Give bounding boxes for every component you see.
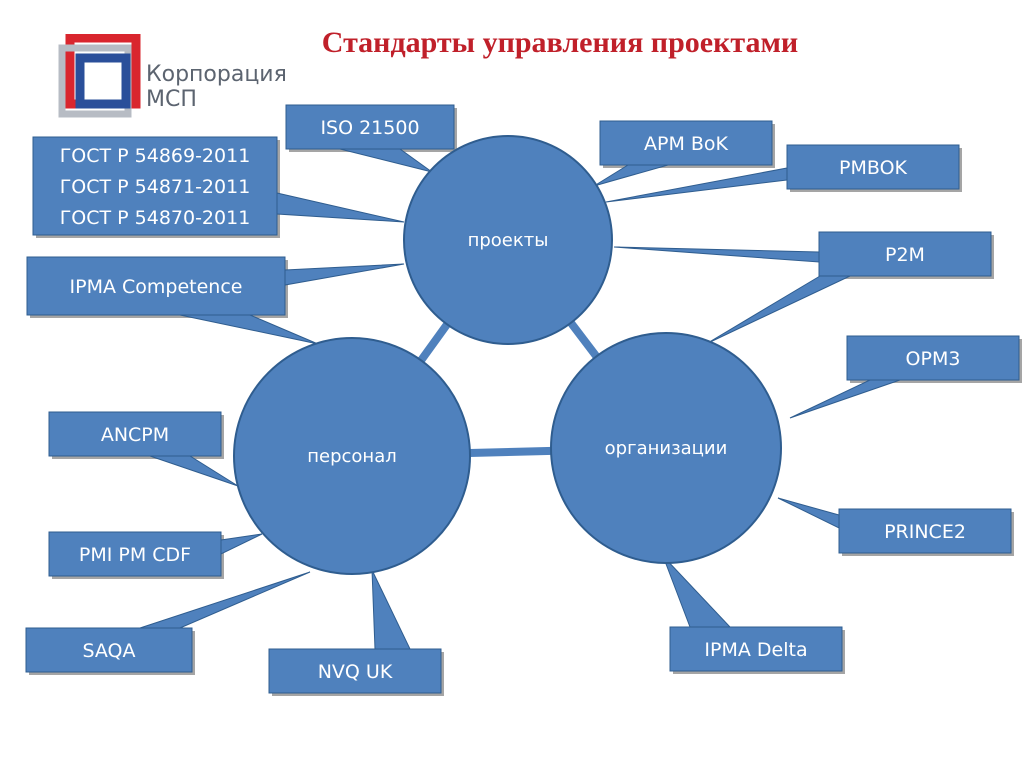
callout-pointer	[149, 455, 239, 487]
callout-ipma-comp: IPMA Competence	[26, 256, 405, 345]
callout-nvq: NVQ UK	[268, 569, 444, 696]
hub-personnel: персонал	[233, 337, 471, 575]
callout-label: NVQ UK	[318, 661, 393, 683]
callout-label: ISO 21500	[320, 117, 419, 139]
callout-pointer	[705, 275, 851, 345]
callout-label: P2M	[885, 244, 925, 266]
hub-circle	[550, 332, 782, 564]
callout-ipma-delta: IPMA Delta	[662, 555, 845, 674]
callout-label: ANCPM	[101, 424, 169, 446]
callout-box	[786, 144, 960, 190]
hub-label: организации	[605, 438, 728, 459]
hub-label: персонал	[307, 446, 396, 467]
callout-prince2: PRINCE2	[777, 497, 1014, 556]
callout-label: PMBOK	[839, 157, 908, 179]
callout-box	[285, 104, 455, 150]
callout-label: OPM3	[906, 348, 961, 370]
callout-saqa: SAQA	[25, 571, 311, 675]
callout-label: SAQA	[82, 640, 135, 662]
callout-pointer	[593, 164, 669, 187]
logo-text: Корпорация МСП	[146, 62, 287, 112]
logo-line-1: Корпорация	[146, 62, 287, 87]
callout-iso: ISO 21500	[285, 104, 457, 173]
callout-pointer	[339, 148, 433, 173]
callout-pmi: PMI PM CDF	[48, 531, 263, 579]
callout-box	[48, 411, 222, 457]
hubs-layer: проекты персонал организации	[233, 135, 782, 575]
callout-box	[25, 627, 193, 673]
callout-ancpm: ANCPM	[48, 411, 239, 487]
callout-label: PRINCE2	[884, 521, 966, 543]
callout-label: IPMA Delta	[704, 639, 807, 661]
callout-pointer	[662, 555, 732, 628]
callout-box	[48, 531, 222, 577]
callout-box	[599, 120, 773, 166]
callout-label: ГОСТ Р 54871-2011	[60, 176, 251, 198]
callout-pointer	[276, 192, 405, 223]
callout-pointer	[777, 497, 840, 529]
logo-line-2: МСП	[146, 87, 197, 112]
callout-label: PMI PM CDF	[79, 544, 191, 566]
callout-label: APM BoK	[644, 133, 729, 155]
callout-pointer	[139, 571, 311, 629]
callout-pointer-secondary	[284, 263, 405, 286]
callout-box	[268, 648, 442, 694]
hub-circle	[403, 135, 613, 345]
callout-box	[846, 335, 1020, 381]
callout-pointer-secondary	[613, 246, 820, 263]
callout-box	[838, 508, 1012, 554]
callout-pointer	[789, 379, 901, 419]
callout-pointer	[220, 533, 263, 555]
callout-p2m: P2M	[613, 231, 994, 345]
company-logo	[58, 33, 288, 124]
callout-label: ГОСТ Р 54870-2011	[60, 207, 251, 229]
callout-label: IPMA Competence	[70, 276, 243, 298]
hub-projects: проекты	[403, 135, 613, 345]
hub-label: проекты	[468, 230, 549, 251]
callout-apm: APM BoK	[593, 120, 775, 187]
callout-opm3: OPM3	[789, 335, 1022, 419]
callout-box	[818, 231, 992, 277]
callout-box	[32, 136, 278, 236]
hub-organizations: организации	[550, 332, 782, 564]
hub-circle	[233, 337, 471, 575]
callout-box	[26, 256, 286, 316]
callout-pointer	[371, 569, 411, 650]
callout-pmbok: PMBOK	[605, 144, 962, 203]
callout-pointer	[179, 314, 319, 345]
callout-box	[669, 626, 843, 672]
page-title: Стандарты управления проектами	[321, 26, 799, 59]
logo-mark-icon	[58, 33, 141, 118]
callout-label: ГОСТ Р 54869-2011	[60, 145, 251, 167]
